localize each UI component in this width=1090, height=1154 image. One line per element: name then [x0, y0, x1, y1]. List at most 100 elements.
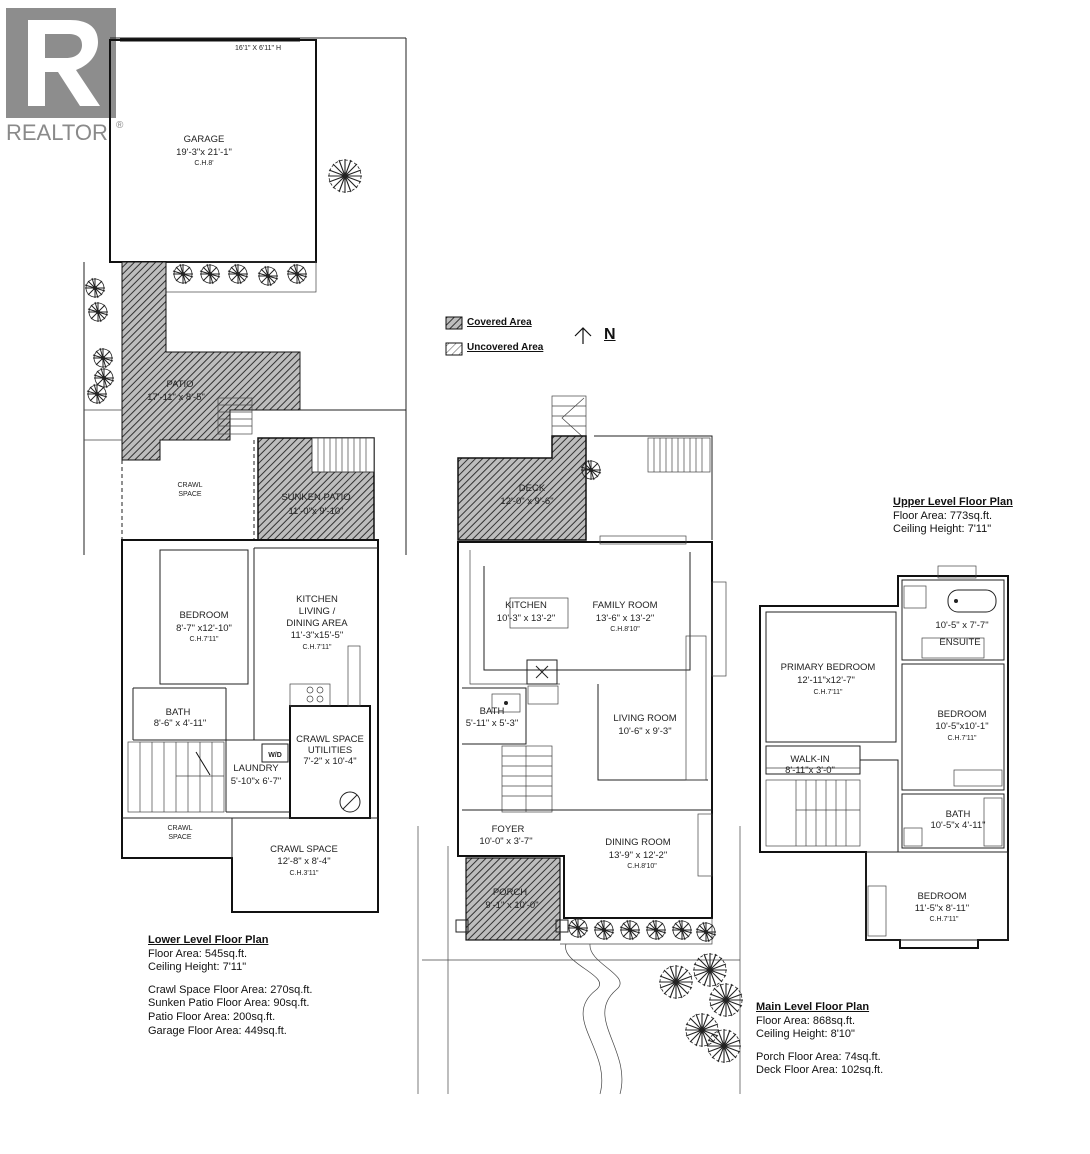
lower-laundry-label: LAUNDRY [233, 763, 279, 774]
main-floor-outline [457, 541, 713, 919]
upper-ensuite-dim: 10'-5" x 7'-7" [935, 620, 988, 631]
lower-sunken-label: SUNKEN PATIO [281, 492, 350, 503]
main-deck [457, 435, 587, 541]
main-porch-label: PORCH [493, 887, 527, 898]
lower-bath-dim: 8'-6" x 4'-11" [154, 718, 206, 729]
main-family-dim: 13'-6" x 13'-2" [596, 613, 654, 624]
main-foyer-dim: 10'-0" x 3'-7" [479, 836, 532, 847]
main-deck-label: DECK [519, 483, 546, 494]
upper-primary-dim: 12'-11"x12'-7" [797, 675, 855, 686]
legend-uncovered-swatch [445, 342, 463, 356]
upper-level-summary: Upper Level Floor Plan Floor Area: 773sq… [893, 496, 1013, 537]
lower-crawl-ch: C.H.3'11" [290, 870, 319, 877]
lower-summary-ceiling: Ceiling Height: 7'11" [148, 961, 247, 974]
lower-kitchen-label-1: KITCHEN [296, 594, 338, 605]
main-living-dim: 10'-6" x 9'-3" [618, 726, 671, 737]
registered-mark: ® [116, 120, 124, 131]
main-summary-floor-area: Floor Area: 868sq.ft. [756, 1014, 856, 1027]
main-foyer-label: FOYER [492, 824, 525, 835]
main-summary-deck: Deck Floor Area: 102sq.ft. [756, 1064, 884, 1077]
upper-bath-dim: 10'-5"x 4'-11" [930, 820, 985, 831]
lower-kitchen-dim: 11'-3"x15'-5" [291, 630, 343, 641]
main-porch-dim: 9'-1" x 10'-0" [485, 900, 538, 911]
main-bath-dim: 5'-11" x 5'-3" [466, 718, 518, 729]
main-porch [465, 857, 561, 941]
main-level-summary: Main Level Floor Plan Floor Area: 868sq.… [756, 1001, 883, 1078]
upper-bedroom2-ch: C.H.7'11" [948, 735, 977, 742]
main-kitchen-label: KITCHEN [505, 600, 547, 611]
lower-kitchen-label-3: DINING AREA [286, 618, 348, 629]
lower-crawl-util-label-1: CRAWL SPACE [296, 734, 364, 745]
lower-summary-garage: Garage Floor Area: 449sq.ft. [148, 1024, 287, 1037]
realtor-logo: REALTOR ® [6, 8, 124, 145]
lower-summary-crawl: Crawl Space Floor Area: 270sq.ft. [148, 983, 313, 996]
lower-patio-area [121, 261, 301, 461]
lower-bedroom-dim: 8'-7" x12'-10" [176, 623, 232, 634]
realtor-wordmark: REALTOR [6, 120, 108, 145]
lower-garage-label: GARAGE [184, 134, 225, 145]
washer-dryer-label: W/D [268, 752, 282, 759]
furnace-icon [339, 791, 361, 813]
upper-bath-label: BATH [946, 809, 971, 820]
lower-garage-dim: 19'-3"x 21'-1" [176, 147, 232, 158]
main-summary-title: Main Level Floor Plan [756, 1001, 870, 1013]
upper-walkin-dim: 8'-11"x 3'-0" [785, 765, 835, 776]
lower-bath-label: BATH [166, 707, 191, 718]
north-arrow-icon [574, 327, 592, 344]
upper-bedroom3-label: BEDROOM [917, 891, 966, 902]
main-summary-porch: Porch Floor Area: 74sq.ft. [756, 1050, 881, 1063]
legend-covered-swatch [445, 316, 463, 330]
lower-patio-label: PATIO [166, 379, 193, 390]
crawl-top-label-2: SPACE [178, 491, 202, 498]
upper-level-plan [759, 565, 1009, 949]
legend-covered-label: Covered Area [467, 317, 532, 328]
lower-crawl-label: CRAWL SPACE [270, 844, 338, 855]
upper-primary-ch: C.H.7'11" [814, 689, 843, 696]
upper-ensuite-label: ENSUITE [939, 637, 980, 648]
main-dining-ch: C.H.8'10" [627, 863, 657, 870]
lower-summary-title: Lower Level Floor Plan [148, 934, 269, 946]
lower-summary-sunken: Sunken Patio Floor Area: 90sq.ft. [148, 997, 310, 1010]
lower-kitchen-label-2: LIVING / [299, 606, 336, 617]
lower-floor-outline [121, 539, 379, 913]
upper-bedroom3-dim: 11'-5"x 8'-11" [915, 903, 969, 914]
main-family-label: FAMILY ROOM [592, 600, 657, 611]
legend [445, 316, 592, 356]
upper-walkin-label: WALK-IN [790, 754, 829, 765]
upper-summary-ceiling: Ceiling Height: 7'11" [893, 523, 992, 536]
main-family-ch: C.H.8'10" [610, 626, 640, 633]
lower-bedroom-label: BEDROOM [179, 610, 228, 621]
upper-bedroom3-ch: C.H.7'11" [930, 916, 959, 923]
lower-summary-floor-area: Floor Area: 545sq.ft. [148, 947, 248, 960]
lower-garage-ch: C.H.8' [194, 160, 213, 167]
lower-patio-dim: 17'-11" x 8'-5" [147, 392, 205, 403]
north-label: N [604, 326, 616, 343]
upper-summary-floor-area: Floor Area: 773sq.ft. [893, 509, 993, 522]
crawl-left-label-1: CRAWL [167, 825, 192, 832]
lower-crawl-dim: 12'-8" x 8'-4" [277, 856, 330, 867]
main-living-label: LIVING ROOM [613, 713, 676, 724]
main-kitchen-dim: 10'-3" x 13'-2" [497, 613, 555, 624]
lower-kitchen-ch: C.H.7'11" [303, 644, 332, 651]
lower-crawl-util-label-2: UTILITIES [308, 745, 352, 756]
crawl-top-label-1: CRAWL [177, 482, 202, 489]
upper-bedroom2-dim: 10'-5"x10'-1" [935, 721, 988, 732]
main-dining-label: DINING ROOM [605, 837, 671, 848]
lower-sunken-dim: 11'-0"x 9'-10" [288, 506, 343, 517]
lower-bedroom-ch: C.H.7'11" [190, 636, 219, 643]
lower-crawl-util-dim: 7'-2" x 10'-4" [303, 756, 356, 767]
main-deck-dim: 12'-0" x 9'-6" [500, 496, 553, 507]
upper-bedroom2-label: BEDROOM [937, 709, 986, 720]
garage-door-dim: 16'1" X 6'11" H [235, 45, 281, 52]
main-summary-ceiling: Ceiling Height: 8'10" [756, 1028, 855, 1041]
lower-level-summary: Lower Level Floor Plan Floor Area: 545sq… [148, 934, 312, 1038]
main-level-plan [417, 395, 744, 1095]
lower-level-plan [83, 37, 407, 913]
legend-uncovered-label: Uncovered Area [467, 342, 544, 353]
main-dining-dim: 13'-9" x 12'-2" [609, 850, 667, 861]
upper-primary-label: PRIMARY BEDROOM [781, 662, 876, 673]
upper-summary-title: Upper Level Floor Plan [893, 496, 1013, 508]
lower-summary-patio: Patio Floor Area: 200sq.ft. [148, 1010, 276, 1023]
main-bath-label: BATH [480, 706, 505, 717]
